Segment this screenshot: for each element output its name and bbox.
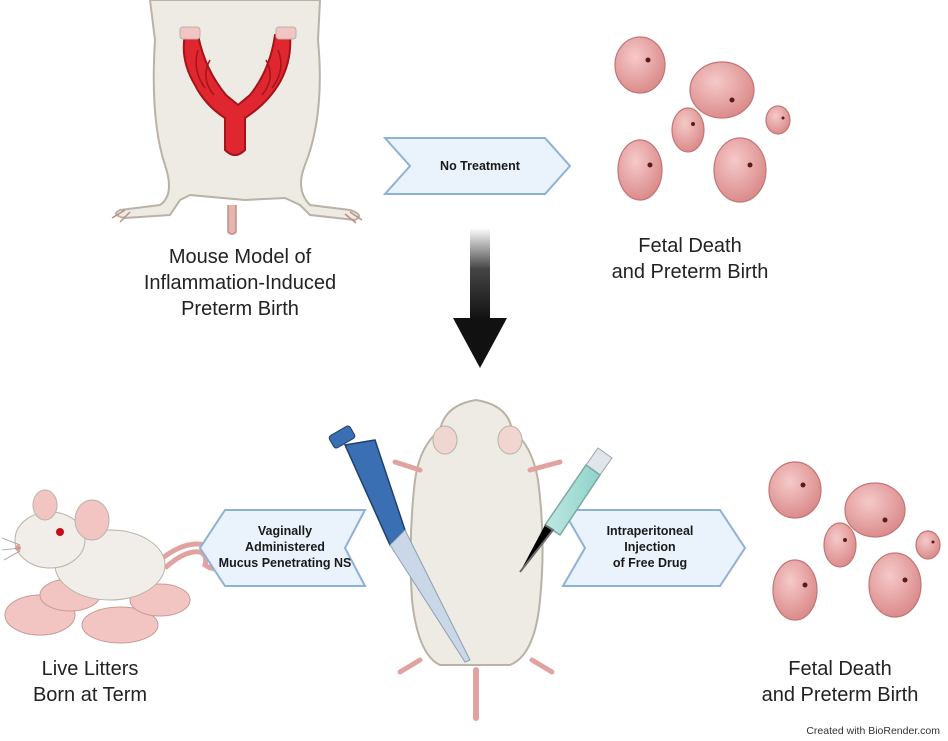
caption-live-litters: Live Litters Born at Term [32, 658, 148, 706]
mucus-penetrating-ns-arrow [198, 509, 367, 587]
caption-fetal-death-bottom: Fetal Death and Preterm Birth [761, 658, 919, 706]
syringe-illustration [519, 447, 613, 573]
credit-text: Created with BioRender.com [806, 725, 940, 737]
treated-mouse-illustration [392, 398, 563, 721]
fetuses-top [614, 36, 791, 203]
no-treatment-arrow [382, 137, 572, 195]
pipette-illustration [328, 425, 471, 663]
caption-fetal-death-top: Fetal Death and Preterm Birth [611, 235, 769, 283]
live-litter-illustration [1, 489, 224, 644]
down-arrow [453, 228, 507, 368]
label-no-treatment: No Treatment [440, 159, 520, 173]
fetus-eyes-bottom [800, 482, 935, 588]
fetus-eyes-top [645, 57, 785, 168]
mouse-model-illustration [111, 0, 363, 235]
free-drug-arrow [561, 509, 747, 587]
caption-mouse-model: Mouse Model of Inflammation-Induced Pret… [143, 246, 337, 320]
label-mucus-penetrating-ns: Vaginally Administered Mucus Penetrating… [218, 524, 352, 570]
label-free-drug: Intraperitoneal Injection of Free Drug [606, 524, 694, 570]
fetuses-bottom [768, 461, 941, 621]
